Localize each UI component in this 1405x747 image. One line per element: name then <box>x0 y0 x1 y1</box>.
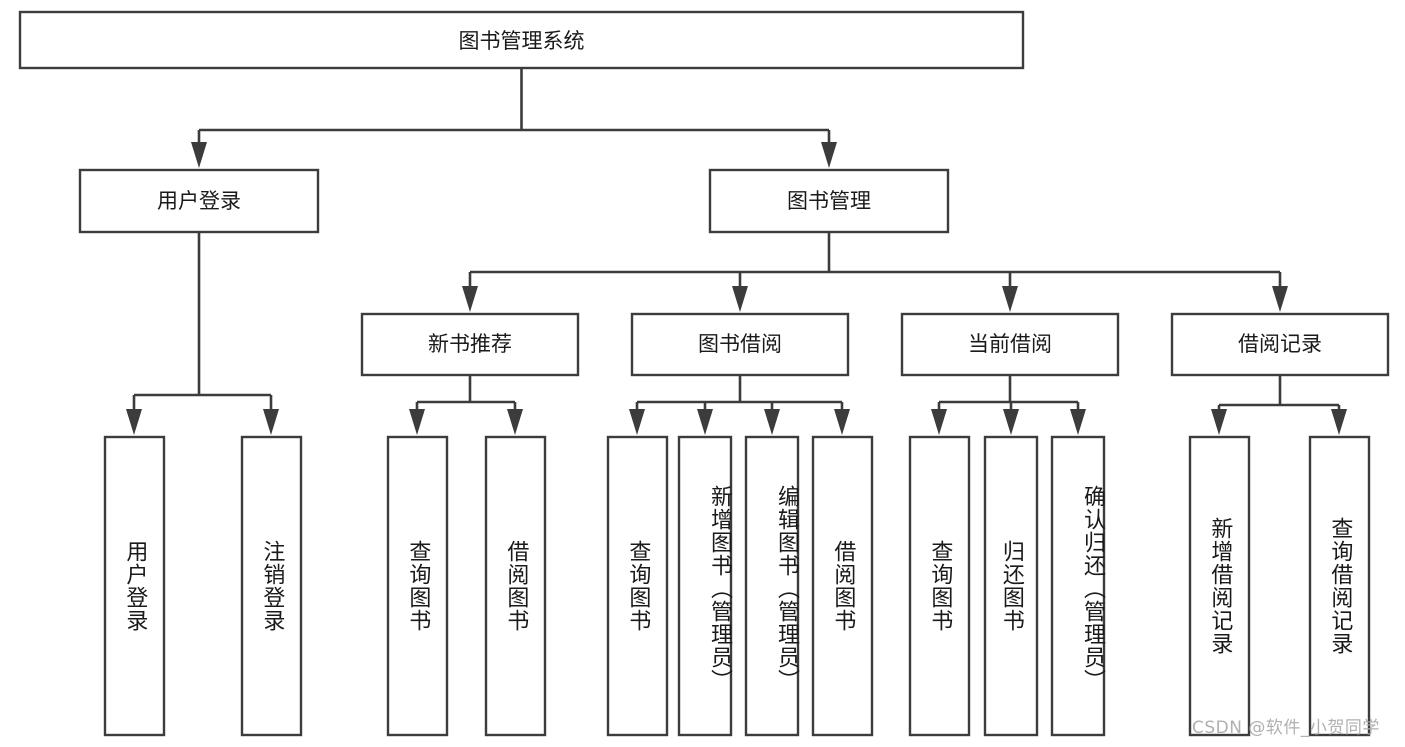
leaf-box-query-book-borrow[interactable] <box>606 435 669 737</box>
node-current-borrow-label: 当前借阅 <box>968 332 1052 356</box>
leaf-box-add-record[interactable] <box>1188 435 1251 737</box>
arrow-borrow-leaf-4 <box>834 409 850 435</box>
connector-group-borrow <box>629 375 850 435</box>
leaf-box-user-login[interactable] <box>103 435 166 737</box>
leaf-box-return-book[interactable] <box>983 435 1039 737</box>
node-book-management[interactable]: 图书管理 <box>708 168 950 234</box>
arrow-records-leaf-1 <box>1211 409 1227 435</box>
arrow-new-books-leaf-2 <box>507 409 523 435</box>
arrow-book-mgmt-to-records <box>1272 286 1288 312</box>
arrow-records-leaf-2 <box>1331 409 1347 435</box>
node-current-borrow-box[interactable] <box>900 312 1120 377</box>
arrow-book-mgmt-to-current <box>1002 286 1018 312</box>
leaf-box-edit-book-admin[interactable] <box>744 435 800 737</box>
arrow-borrow-leaf-2 <box>697 409 713 435</box>
arrow-root-to-user-login <box>191 142 207 168</box>
arrow-current-leaf-2 <box>1003 409 1019 435</box>
node-book-borrow[interactable]: 图书借阅 <box>630 312 850 377</box>
arrow-book-mgmt-to-borrow <box>732 286 748 312</box>
connector-group-user-login <box>126 232 279 435</box>
node-book-management-label: 图书管理 <box>787 189 871 213</box>
leaf-box-add-book-admin[interactable] <box>677 435 733 737</box>
leaf-box-query-book-new[interactable] <box>386 435 449 737</box>
csdn-watermark: CSDN @软件_小贺同学 <box>1192 718 1380 738</box>
node-current-borrow[interactable]: 当前借阅 <box>900 312 1120 377</box>
node-borrow-records-box[interactable] <box>1170 312 1390 377</box>
connector-group-current <box>931 375 1086 435</box>
arrow-borrow-leaf-1 <box>629 409 645 435</box>
leaf-box-borrow-book[interactable] <box>811 435 874 737</box>
node-new-book-recommend[interactable]: 新书推荐 <box>360 312 580 377</box>
arrow-borrow-leaf-3 <box>764 409 780 435</box>
connector-group-new-books <box>409 375 523 435</box>
leaf-box-query-book-cur[interactable] <box>908 435 971 737</box>
arrow-root-to-book-mgmt <box>821 142 837 168</box>
arrow-user-login-leaf-2 <box>263 409 279 435</box>
connector-group-book-mgmt <box>462 232 1288 312</box>
arrow-user-login-leaf-1 <box>126 409 142 435</box>
node-user-login-label: 用户登录 <box>157 189 241 213</box>
connector-group-records <box>1211 375 1347 435</box>
arrow-current-leaf-1 <box>931 409 947 435</box>
node-user-login[interactable]: 用户登录 <box>78 168 320 234</box>
leaf-box-confirm-return[interactable] <box>1050 435 1106 737</box>
node-root-system-label: 图书管理系统 <box>459 29 585 53</box>
node-root-system[interactable]: 图书管理系统 <box>18 10 1025 70</box>
node-user-login-box[interactable] <box>78 168 320 234</box>
leaf-box-logout-login[interactable] <box>240 435 303 737</box>
leaf-box-group <box>103 435 1371 737</box>
node-book-borrow-box[interactable] <box>630 312 850 377</box>
leaf-box-query-record[interactable] <box>1308 435 1371 737</box>
leaf-box-borrow-book-new[interactable] <box>484 435 547 737</box>
node-new-book-recommend-label: 新书推荐 <box>428 332 512 356</box>
arrow-book-mgmt-to-new-books <box>462 286 478 312</box>
arrow-new-books-leaf-1 <box>409 409 425 435</box>
node-book-management-box[interactable] <box>708 168 950 234</box>
node-book-borrow-label: 图书借阅 <box>698 332 782 356</box>
arrow-current-leaf-3 <box>1070 409 1086 435</box>
connector-group-root <box>191 68 837 168</box>
node-new-book-recommend-box[interactable] <box>360 312 580 377</box>
node-borrow-records[interactable]: 借阅记录 <box>1170 312 1390 377</box>
node-borrow-records-label: 借阅记录 <box>1238 332 1322 356</box>
node-root-system-box[interactable] <box>18 10 1025 70</box>
